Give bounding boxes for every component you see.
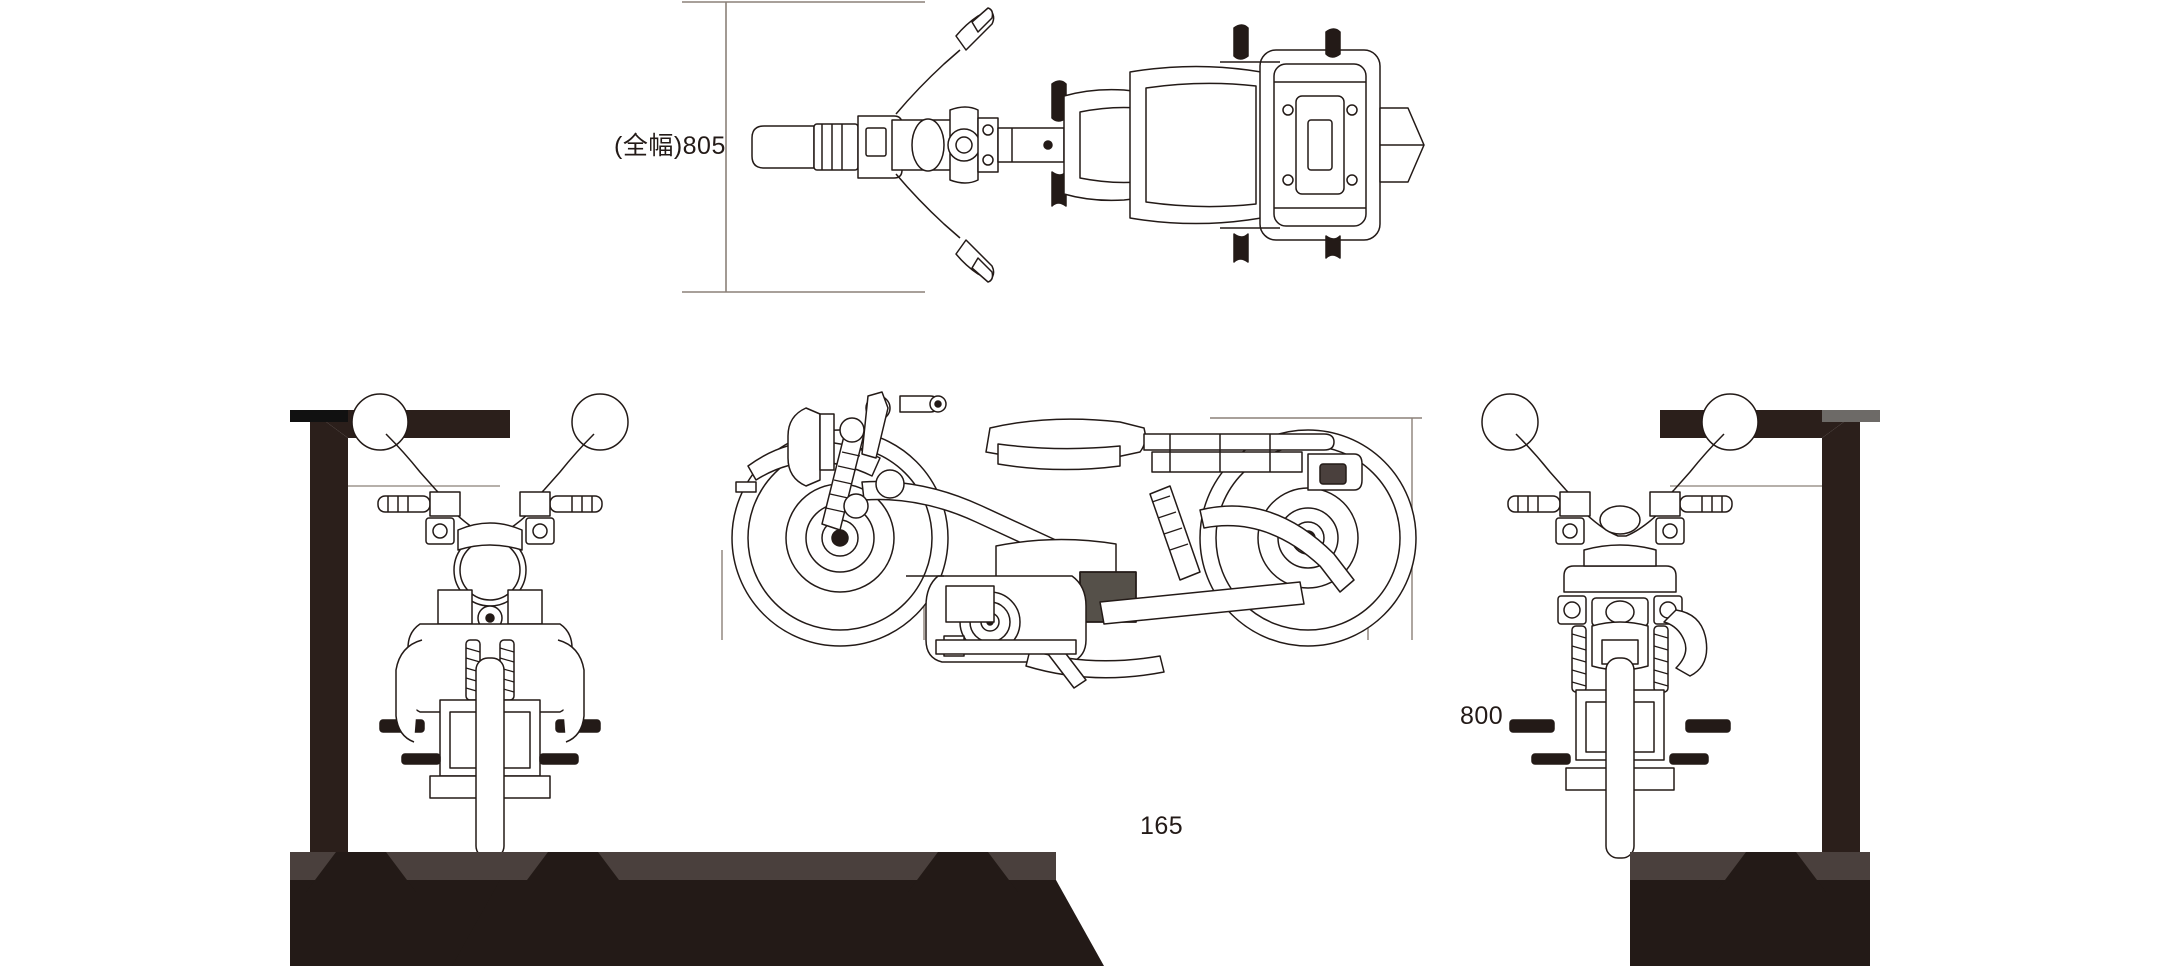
side-view-platform [452,852,1104,966]
motorcycle-rear-silhouette [1481,393,1759,859]
side-platform-svg [452,852,1104,966]
motorcycle-side-silhouette [731,391,1417,689]
ground-clearance-dimension-label: 165 [1140,812,1184,840]
rear-view-svg [1481,393,1880,886]
backdrop-top-bar [1822,410,1880,422]
front-view [290,390,690,900]
top-view-svg [682,1,1425,293]
top-view-dimension-lines [682,1,925,293]
top-view [660,0,1480,302]
motorcycle-front-silhouette [351,393,629,859]
overall-height-dimension-label: 800 [1460,702,1504,730]
side-view [700,390,1460,900]
overall-width-dimension-label: (全幅)805 [614,132,726,160]
rear-platform-svg [1630,852,1870,966]
motorcycle-top-silhouette [751,7,1425,283]
rear-view [1480,390,1880,900]
rear-view-platform [1470,852,1870,966]
side-view-svg [721,391,1422,689]
backdrop-top-bar [290,410,348,422]
front-view-svg [290,393,629,886]
